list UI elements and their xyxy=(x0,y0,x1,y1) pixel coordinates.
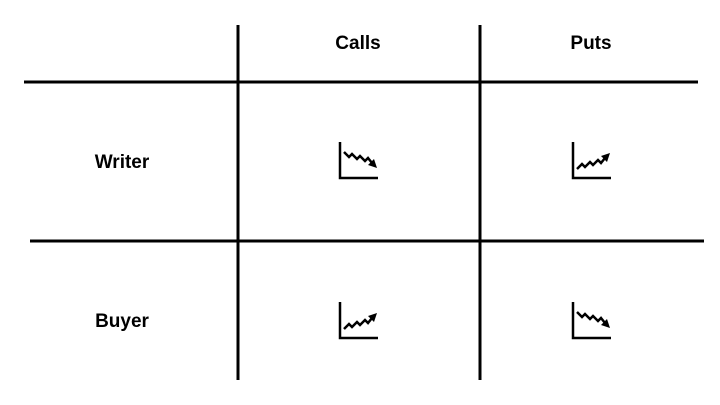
row-label-buyer: Buyer xyxy=(95,311,149,332)
trend-down-icon xyxy=(336,138,380,182)
column-header-puts: Puts xyxy=(570,33,612,54)
column-header-calls: Calls xyxy=(335,33,381,54)
row-label-writer: Writer xyxy=(94,152,150,173)
trend-up-icon xyxy=(569,138,613,182)
trend-down-icon xyxy=(569,298,613,342)
trend-up-icon xyxy=(336,298,380,342)
